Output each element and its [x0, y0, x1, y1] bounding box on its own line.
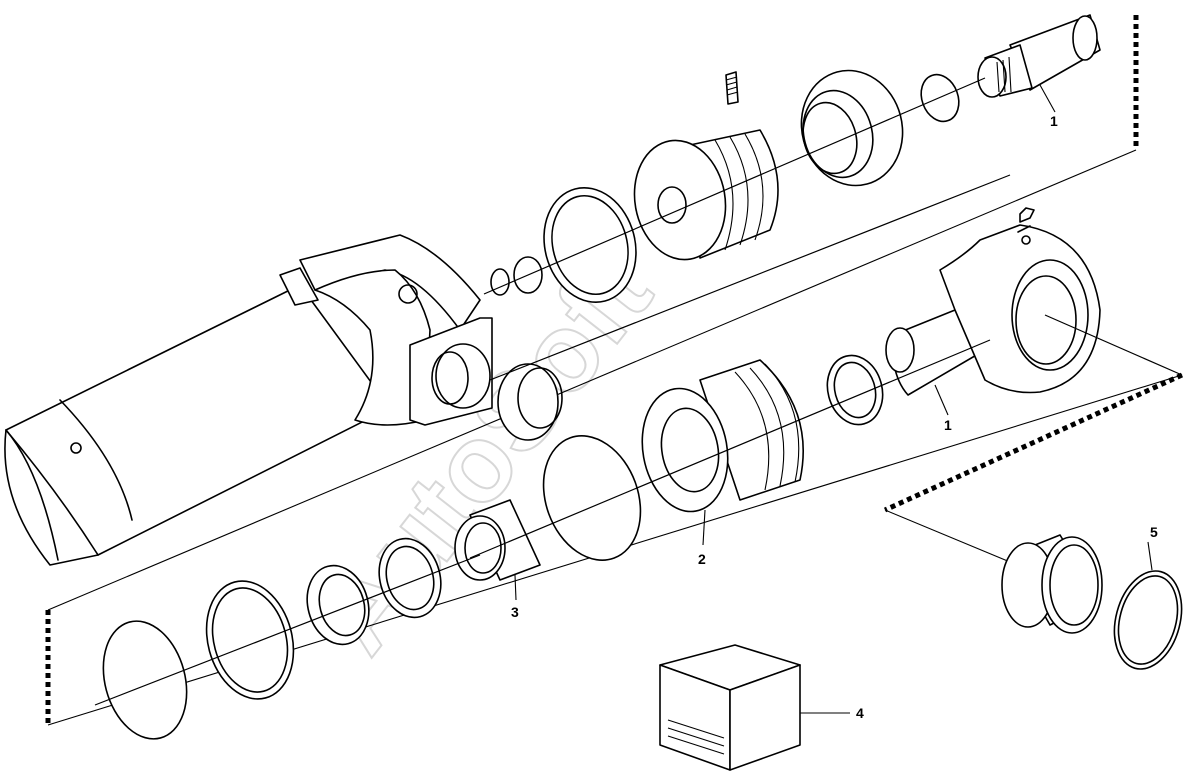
lower-seal-rings: [102, 537, 442, 740]
bushing-set-part-5: [1001, 534, 1183, 670]
upper-rod-end: [977, 14, 1101, 98]
piston-body: [633, 71, 779, 261]
lower-large-o-ring: [542, 435, 642, 561]
seal-kit-box: [659, 644, 801, 771]
leader-lines: [514, 84, 1153, 714]
upper-gland-nut: [800, 69, 904, 187]
lower-bushing: [497, 363, 563, 441]
callout-1-upper: 1: [1050, 113, 1058, 129]
callout-1-lower: 1: [944, 417, 952, 433]
callout-2: 2: [698, 551, 706, 567]
callout-4: 4: [856, 705, 864, 721]
callout-5: 5: [1150, 524, 1158, 540]
rod-wear-ring: [826, 354, 884, 426]
cylinder-barrel: [4, 234, 493, 566]
callout-3: 3: [511, 604, 519, 620]
assembly-axes: [94, 77, 1183, 706]
assembly-frame: [45, 15, 1184, 726]
upper-seals: [490, 186, 637, 304]
bushing-part-3: [454, 499, 541, 581]
lower-gland: [641, 359, 804, 513]
piston-rod-eye: [885, 207, 1101, 396]
